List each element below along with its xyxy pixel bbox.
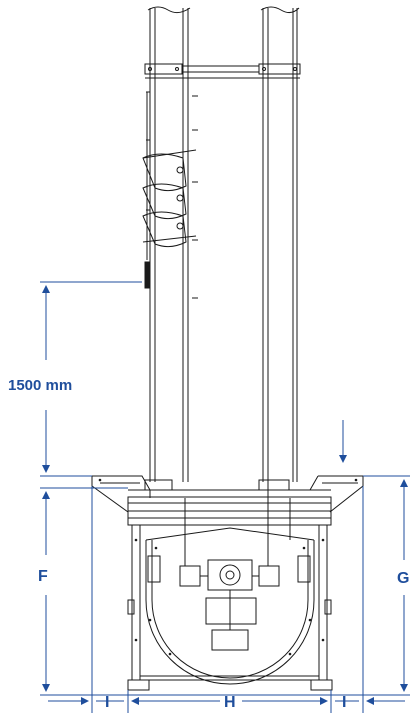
boot-frame — [127, 524, 333, 691]
dimension-lines — [40, 281, 410, 713]
inlet-hopper — [91, 475, 364, 513]
dim-i-left-label: I — [105, 694, 109, 711]
side-bracket — [144, 91, 198, 299]
rivets — [98, 478, 358, 656]
machine-linework — [91, 6, 364, 691]
left-trunk — [147, 6, 191, 482]
buckets — [142, 149, 197, 248]
dim-g-label: G — [397, 570, 409, 587]
dim-f-label: F — [38, 568, 48, 585]
height-1500-label: 1500 mm — [8, 377, 72, 394]
dim-i-right-label: I — [342, 694, 346, 711]
boot-housing — [145, 527, 315, 685]
dim-h-label: H — [224, 694, 236, 711]
drive-assembly — [179, 478, 291, 651]
top-brace — [144, 63, 301, 79]
boot-beams — [127, 489, 332, 526]
right-trunk — [260, 6, 300, 482]
